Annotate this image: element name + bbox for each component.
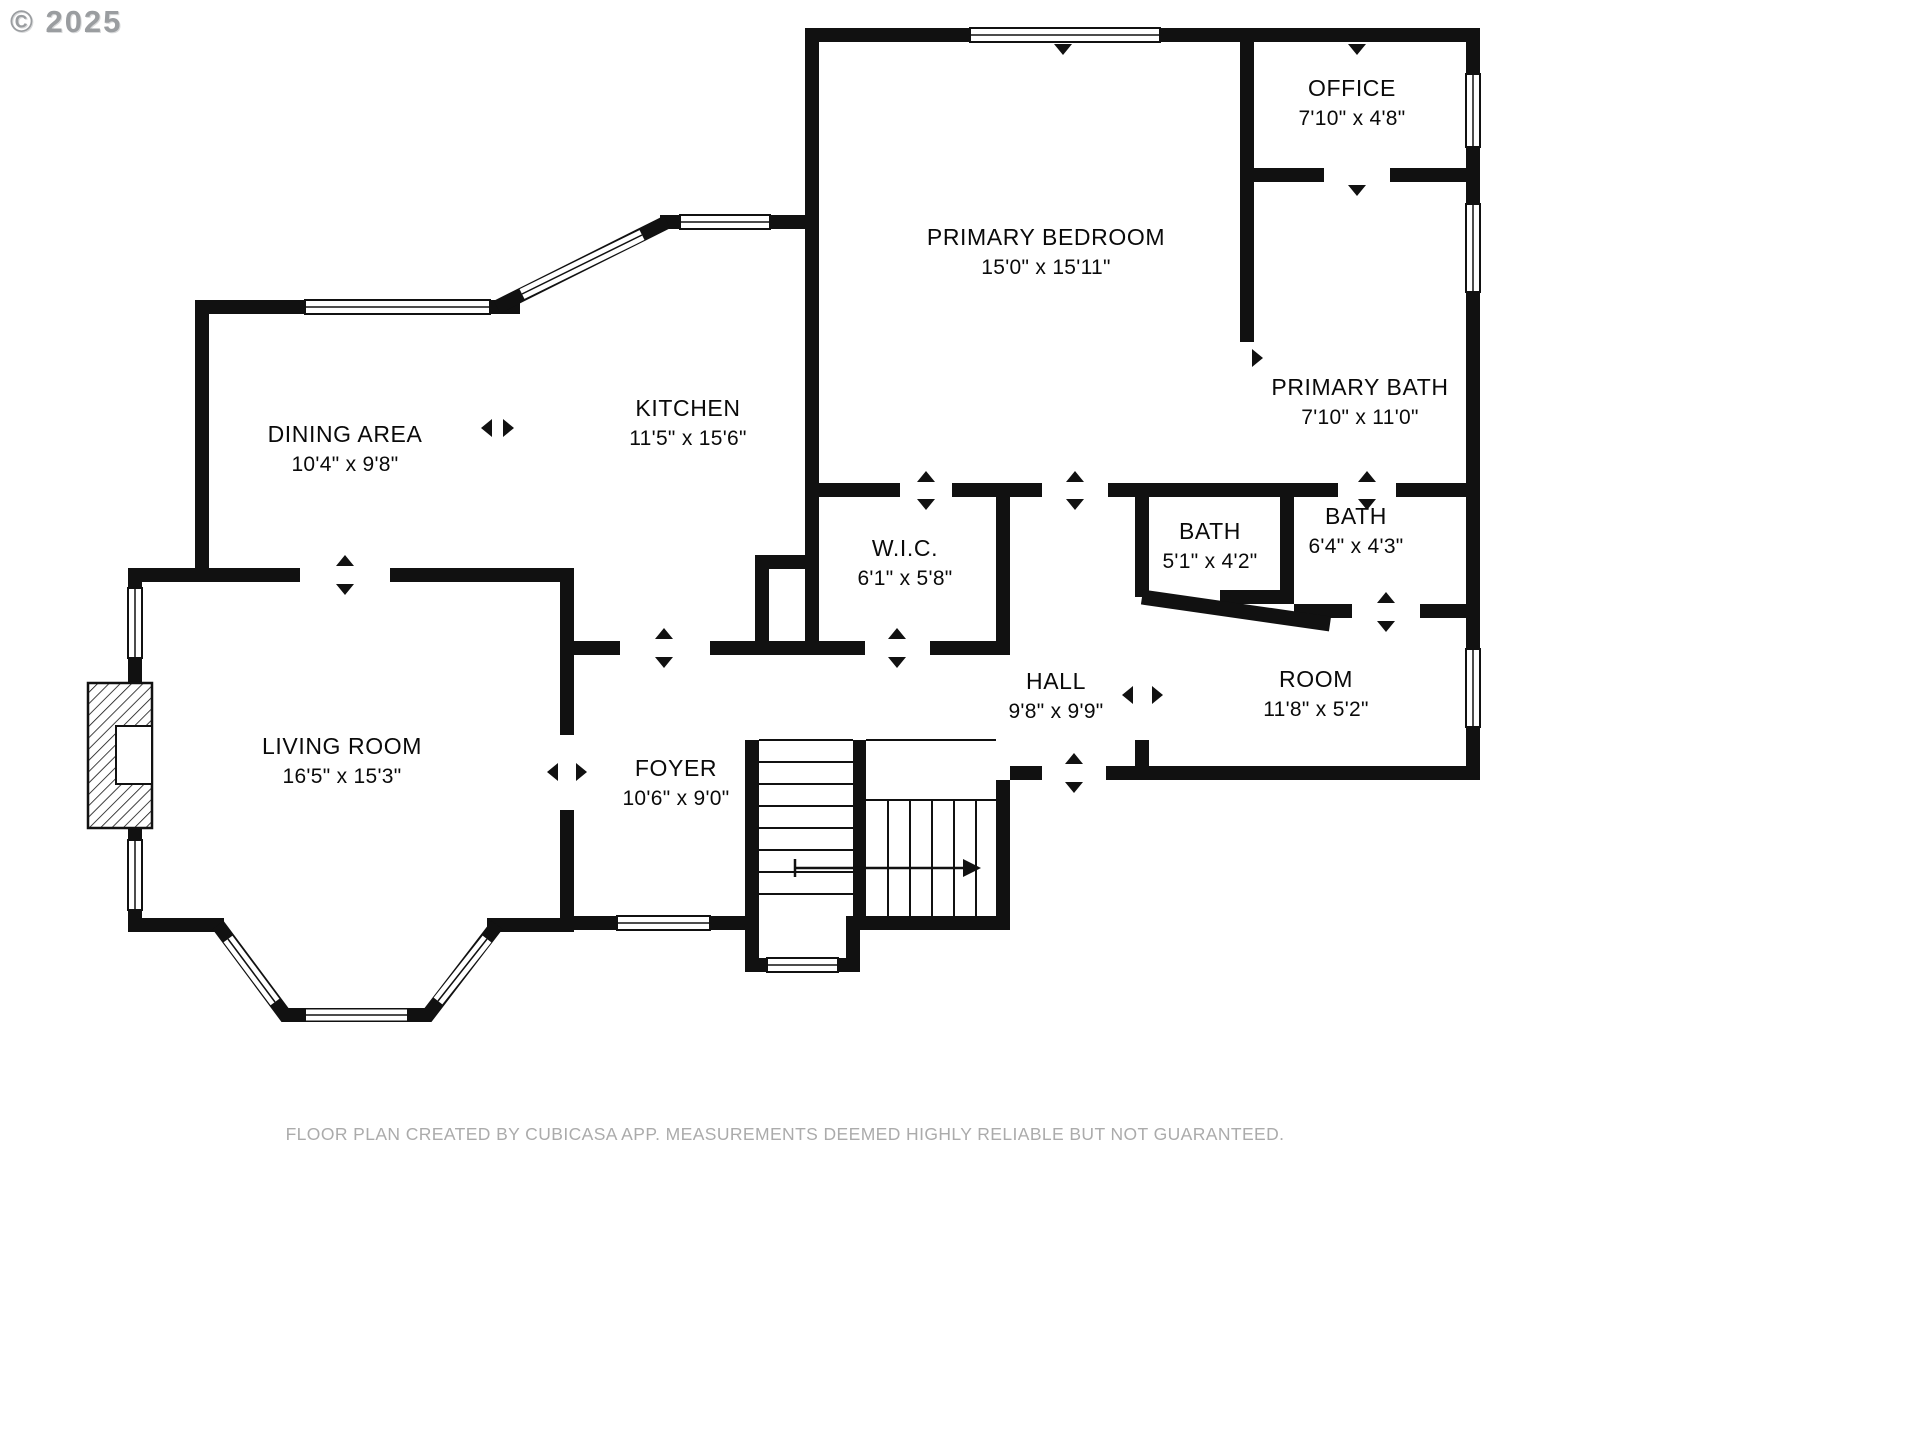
room-dimensions: 9'8" x 9'9" [1008,700,1104,723]
room-label-wic: W.I.C. 6'1" x 5'8" [857,535,952,591]
room-name: HALL [1026,668,1086,694]
room-name: BATH [1178,518,1242,544]
room-label-hall: HALL 9'8" x 9'9" [1008,668,1103,724]
room-label-dining-area: DINING AREA 10'4" x 9'8" [268,421,423,477]
front-entry-door [766,957,839,973]
room-label-bath-second: BATH 6'4" x 4'3" [1308,503,1403,559]
disclaimer-text: FLOOR PLAN CREATED BY CUBICASA APP. MEAS… [285,1124,1285,1144]
room-label-primary-bedroom: PRIMARY BEDROOM 15'0" x 15'11" [927,224,1165,280]
room-name: BATH [1324,503,1388,529]
room-name: W.I.C. [871,535,939,561]
room-label-kitchen: KITCHEN 11'5" x 15'6" [629,395,747,451]
fireplace [86,681,154,830]
room-dimensions: 16'5" x 15'3" [282,765,402,788]
room-dimensions: 11'8" x 5'2" [1263,698,1369,721]
opening-markers [336,44,1395,793]
stairs-direction-arrow [793,859,981,877]
room-dimensions: 10'6" x 9'0" [622,787,730,810]
room-name: DINING AREA [267,421,423,447]
room-label-room: ROOM 11'8" x 5'2" [1263,666,1369,722]
windows [127,27,1481,1021]
angled-walls [212,215,1332,1022]
room-dimensions: 10'4" x 9'8" [291,453,399,476]
window-primary-bath-right [1465,203,1481,293]
room-name: FOYER [634,755,718,781]
window-foyer-front [616,915,711,931]
window-bedroom-top [969,27,1161,43]
window-kitchen-top [679,214,771,230]
room-dimensions: 15'0" x 15'11" [981,256,1111,279]
room-label-living-room: LIVING ROOM 16'5" x 15'3" [262,733,422,789]
room-name: KITCHEN [635,395,741,421]
room-name: ROOM [1279,666,1353,692]
room-dimensions: 7'10" x 11'0" [1301,406,1419,429]
room-label-foyer: FOYER 10'6" x 9'0" [622,755,729,811]
room-dimensions: 5'1" x 4'2" [1162,550,1258,573]
staircase [759,739,996,916]
room-label-bath-hall: BATH 5'1" x 4'2" [1162,518,1257,574]
window-room-right [1465,648,1481,728]
window-kitchen-diagonal [519,230,645,299]
room-dimensions: 6'4" x 4'3" [1308,535,1404,558]
room-name: PRIMARY BATH [1271,374,1449,400]
room-dimensions: 6'1" x 5'8" [857,567,953,590]
room-name: PRIMARY BEDROOM [926,224,1166,250]
room-name: LIVING ROOM [262,733,422,759]
room-name: OFFICE [1308,75,1396,101]
window-bay-right [433,935,492,1005]
window-dining-top [304,299,491,315]
window-bay-left [223,935,280,1006]
window-living-left-upper [127,587,143,659]
copyright-watermark: © 2025 [10,4,123,39]
window-office-right [1465,73,1481,148]
room-dimensions: 11'5" x 15'6" [629,427,747,450]
room-label-primary-bath: PRIMARY BATH 7'10" x 11'0" [1271,374,1448,430]
room-label-office: OFFICE 7'10" x 4'8" [1298,75,1405,131]
walls [128,28,1480,972]
window-living-left-lower [127,839,143,911]
room-dimensions: 7'10" x 4'8" [1298,107,1406,130]
